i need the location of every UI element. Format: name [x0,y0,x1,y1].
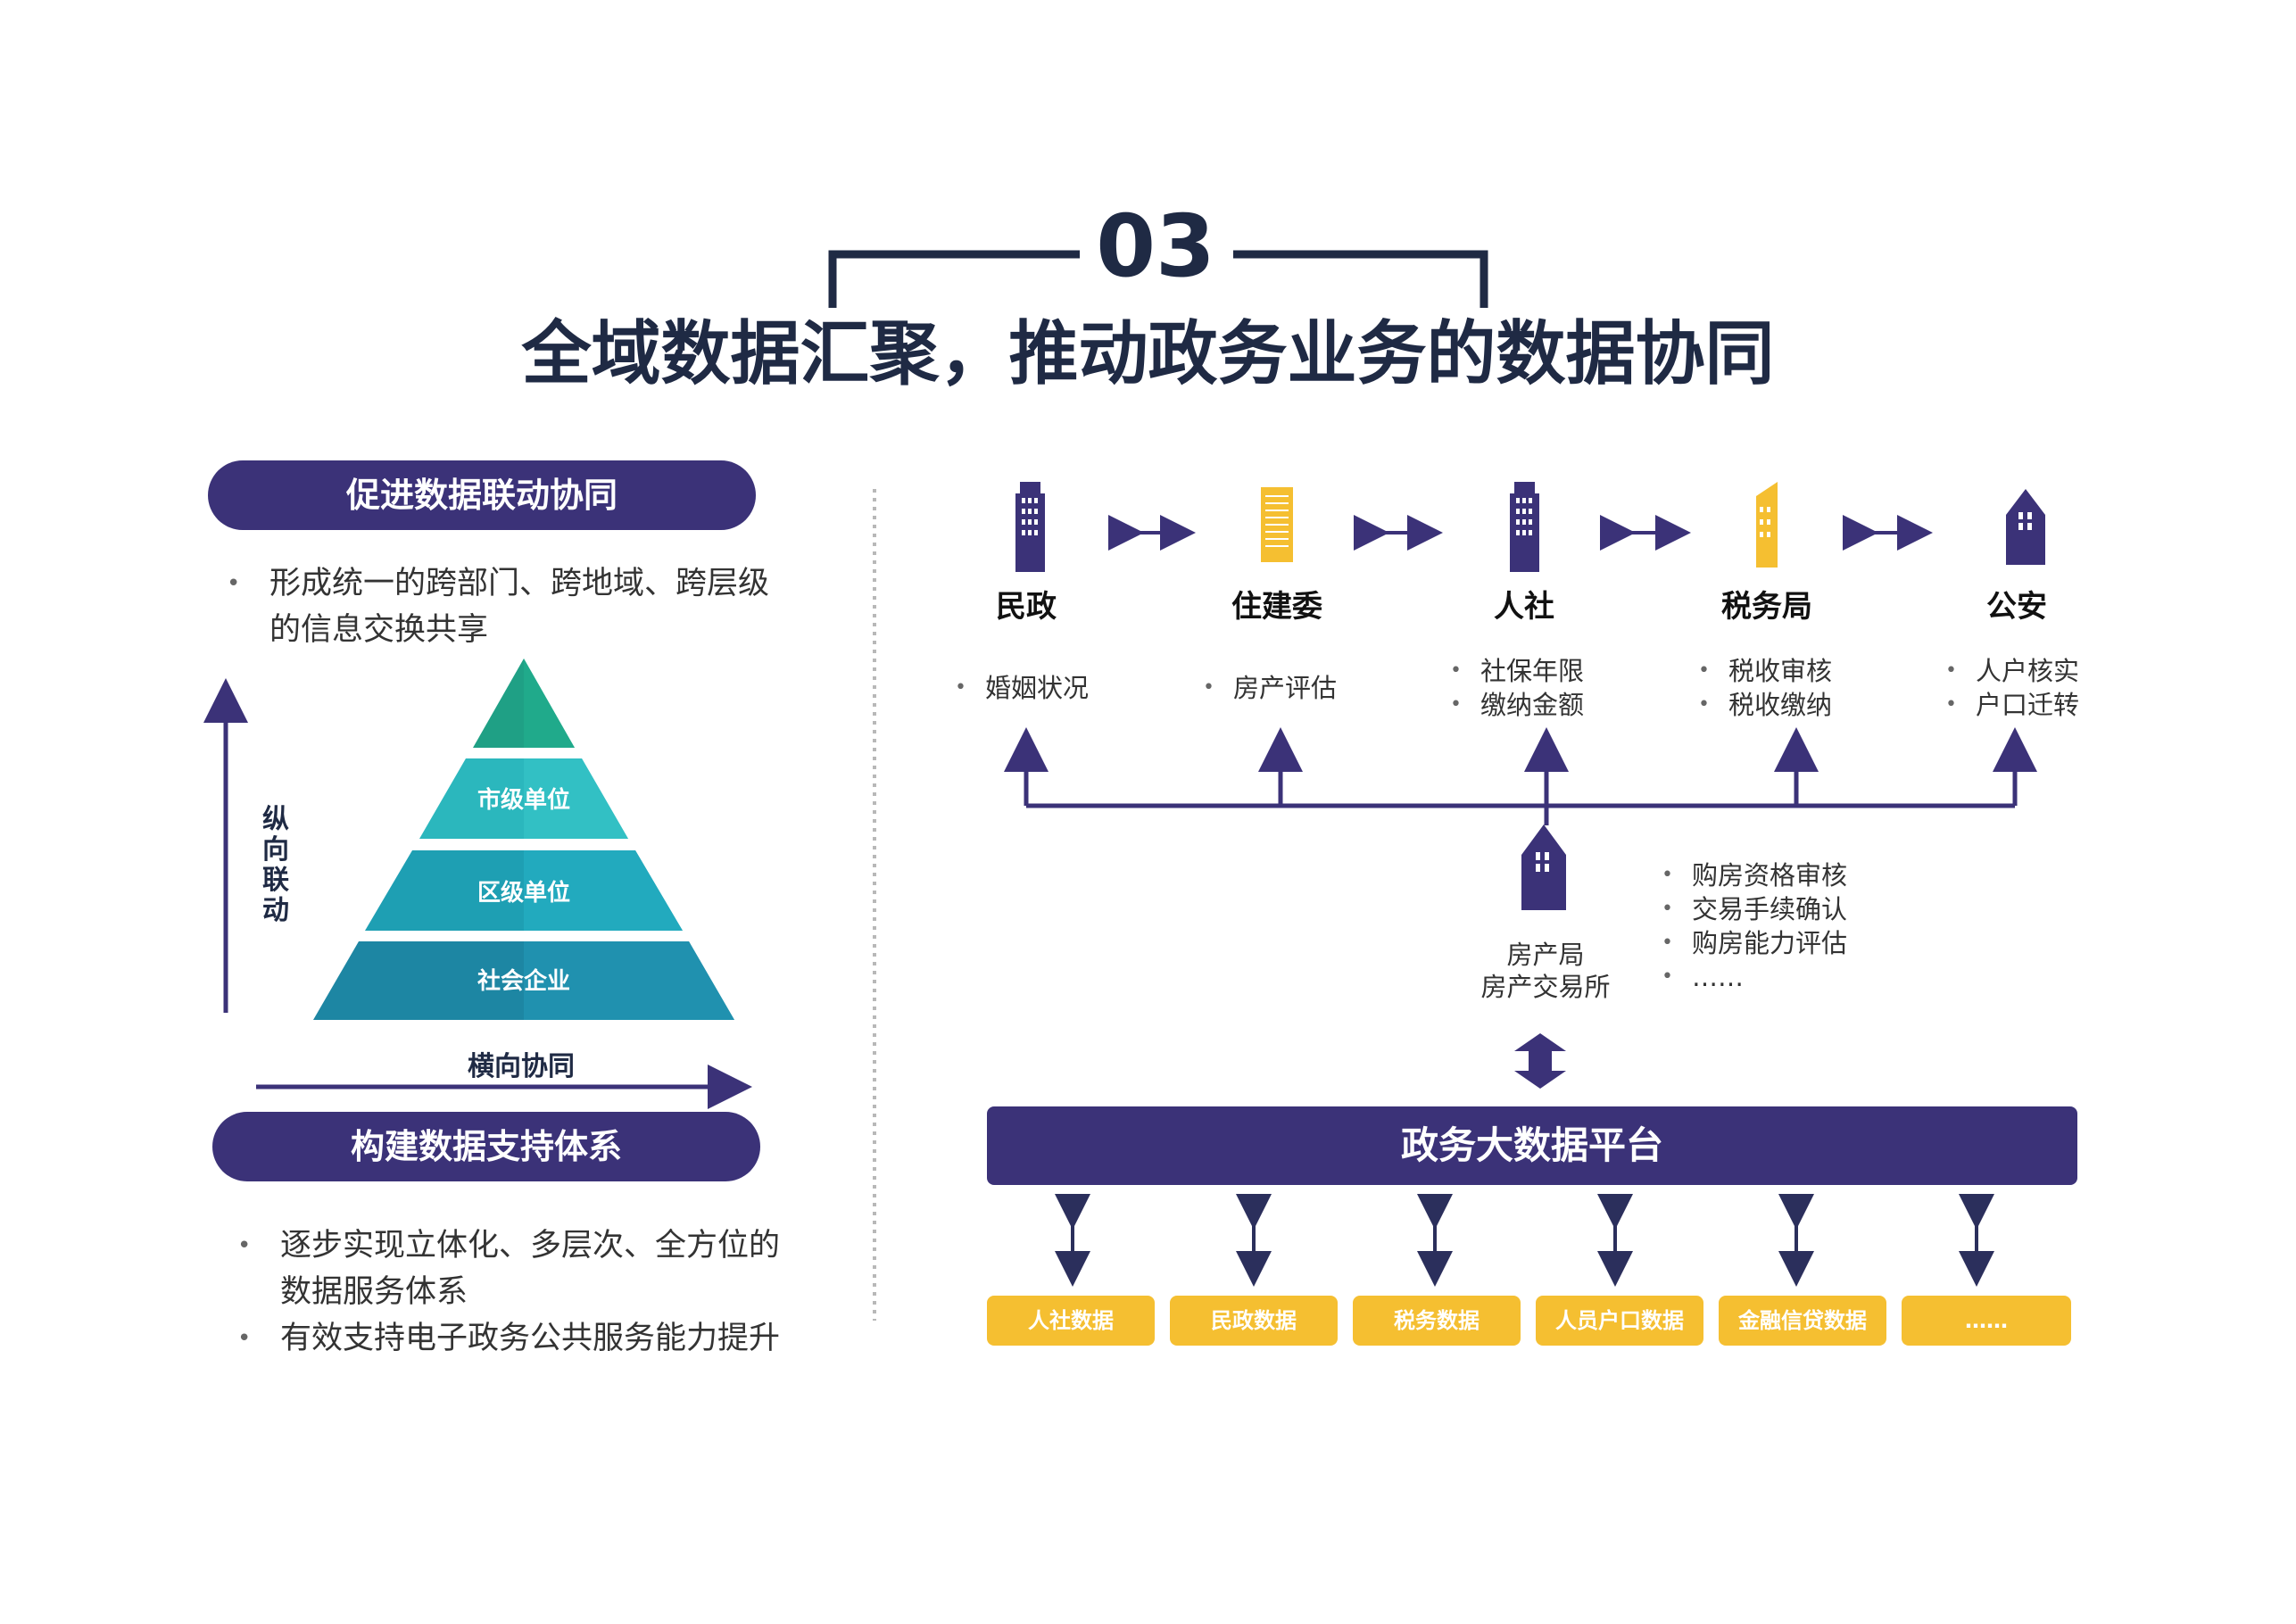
header-bracket [828,250,1488,308]
dept-item: 婚姻状况 [955,671,1089,705]
bullet-list-1: 形成统一的跨部门、跨地域、跨层级 的信息交换共享 [218,560,789,653]
axis-label-horizontal: 横向协同 [468,1051,575,1082]
bullet-item-continued: 数据服务体系 [280,1274,468,1310]
section-number: 03 [1096,196,1215,296]
pyramid-label-city: 市级单位 [477,787,570,814]
data-source-hukou: 人员户口数据 [1536,1296,1703,1346]
data-source-renshe: 人社数据 [987,1296,1155,1346]
pyramid-label-enterprise: 社会企业 [477,968,570,995]
dept-item: 社保年限 [1450,654,1584,688]
center-item: 交易手续确认 [1662,892,1847,926]
dept-item: 户口迁转 [1945,688,2079,722]
dept-items-renshe: 社保年限 缴纳金额 [1450,654,1584,722]
dept-item: 税收审核 [1698,654,1832,688]
pyramid [313,659,734,1020]
dept-name-renshe: 人社 [1494,589,1554,625]
dept-item: 人户核实 [1945,654,2079,688]
dept-items-zhujianwei: 房产评估 [1203,671,1337,705]
axis-label-vertical: 纵向联动 [262,804,289,926]
center-name-line2: 房产交易所 [1480,972,1611,1002]
data-source-minzheng: 民政数据 [1170,1296,1338,1346]
bullet-item: 形成统一的跨部门、跨地域、跨层级 [218,560,789,607]
dept-name-gongan: 公安 [1986,589,2047,625]
building-icon-zhujianwei [1261,487,1293,562]
bullet-list-2: 逐步实现立体化、多层次、全方位的 数据服务体系 有效支持电子政务公共服务能力提升 [228,1222,817,1362]
data-source-jinrong: 金融信贷数据 [1719,1296,1886,1346]
center-item: …… [1662,960,1847,994]
dept-name-zhujianwei: 住建委 [1231,589,1322,625]
pill-promote-data-linkage: 促进数据联动协同 [208,460,756,530]
center-items: 购房资格审核 交易手续确认 购房能力评估 …… [1662,858,1847,994]
dept-item: 税收缴纳 [1698,688,1832,722]
building-icon-renshe [1510,482,1539,572]
pill-build-data-support: 构建数据支持体系 [212,1112,760,1181]
building-icon-shuiwuju [1756,482,1778,568]
data-source-more: …… [1902,1296,2071,1346]
center-item: 购房资格审核 [1662,858,1847,892]
dept-name-minzheng: 民政 [996,589,1057,625]
source-link-arrows [1055,1194,1994,1287]
bullet-item: 有效支持电子政务公共服务能力提升 [228,1315,817,1362]
center-item: 购房能力评估 [1662,926,1847,960]
bullet-item-continued: 的信息交换共享 [269,612,489,648]
dept-item: 房产评估 [1203,671,1337,705]
dept-item: 缴纳金额 [1450,688,1584,722]
dept-name-shuiwuju: 税务局 [1721,589,1812,625]
dept-items-minzheng: 婚姻状况 [955,671,1089,705]
platform-bar: 政务大数据平台 [987,1106,2077,1185]
building-icon-minzheng [1015,482,1045,572]
page-title: 全域数据汇聚，推动政务业务的数据协同 [521,314,1775,394]
dept-items-gongan: 人户核实 户口迁转 [1945,654,2079,722]
platform-link-arrow [1514,1033,1566,1089]
distribution-bus [1004,727,2037,825]
building-icon-gongan [2006,489,2045,565]
center-node-name: 房产局 房产交易所 [1438,939,1653,1003]
data-source-shuiwu: 税务数据 [1353,1296,1521,1346]
building-icon-fangchanju [1521,824,1566,910]
bullet-item: 逐步实现立体化、多层次、全方位的 [228,1222,817,1269]
pyramid-label-district: 区级单位 [477,880,570,907]
dept-items-shuiwuju: 税收审核 税收缴纳 [1698,654,1832,722]
center-name-line1: 房产局 [1506,940,1585,970]
